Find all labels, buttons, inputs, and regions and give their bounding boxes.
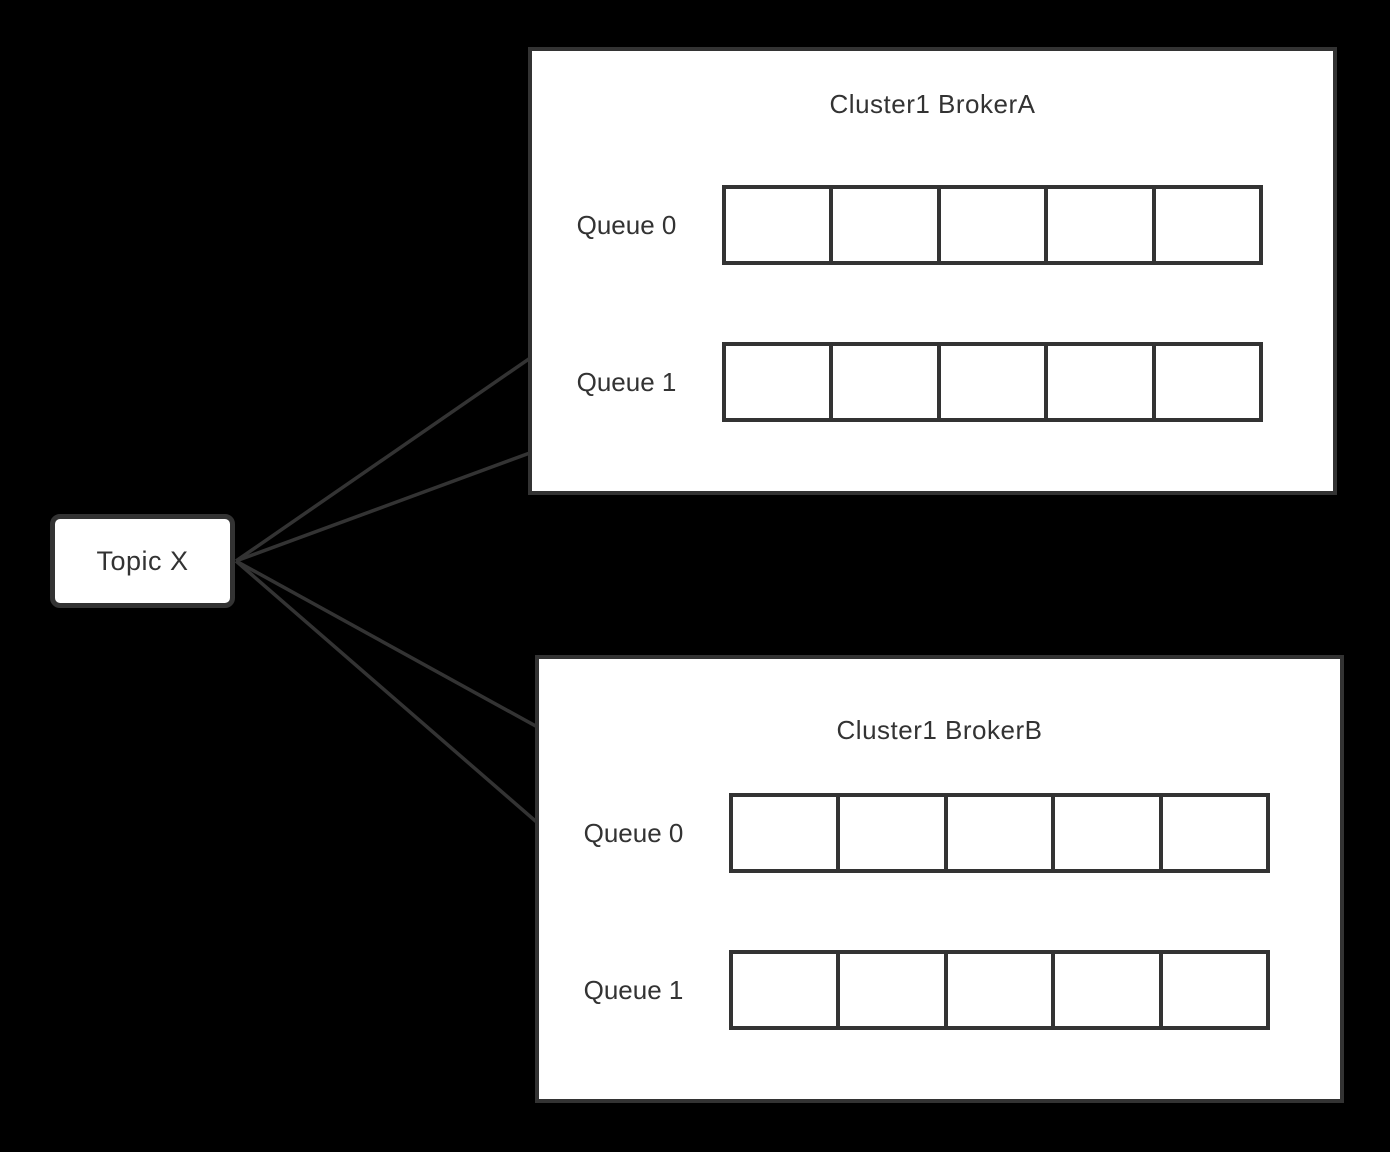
queue-cell <box>1055 797 1163 869</box>
queue-cell <box>840 954 948 1026</box>
broker-a-queue0-row <box>722 185 1263 265</box>
topic-x-node: Topic X <box>50 514 235 608</box>
queue-cell <box>726 189 834 261</box>
queue-cell <box>833 189 941 261</box>
broker-b-box: Cluster1 BrokerB Queue 0 Queue 1 <box>535 655 1344 1103</box>
broker-b-queue0-label: Queue 0 <box>583 818 684 848</box>
broker-a-queue0-label: Queue 0 <box>576 210 677 240</box>
queue-cell <box>1048 346 1156 418</box>
broker-b-title: Cluster1 BrokerB <box>836 715 1043 745</box>
broker-a-title: Cluster1 BrokerA <box>829 89 1036 119</box>
queue-cell <box>947 954 1056 1026</box>
queue-cell <box>1048 189 1156 261</box>
broker-b-queue1-row <box>729 950 1270 1030</box>
broker-a-queue1-row <box>722 342 1263 422</box>
queue-cell <box>833 346 941 418</box>
topic-x-label: Topic X <box>96 545 189 576</box>
queue-cell <box>733 797 841 869</box>
broker-b-queue1-label: Queue 1 <box>583 975 684 1005</box>
queue-cell <box>1155 189 1260 261</box>
queue-cell <box>1155 346 1260 418</box>
queue-cell <box>1162 954 1267 1026</box>
queue-cell <box>1162 797 1267 869</box>
broker-a-box: Cluster1 BrokerA Queue 0 Queue 1 <box>528 47 1337 495</box>
broker-a-queue1-label: Queue 1 <box>576 367 677 397</box>
queue-cell <box>940 189 1049 261</box>
queue-cell <box>947 797 1056 869</box>
queue-cell <box>726 346 834 418</box>
queue-cell <box>840 797 948 869</box>
queue-cell <box>733 954 841 1026</box>
queue-cell <box>1055 954 1163 1026</box>
broker-b-queue0-row <box>729 793 1270 873</box>
queue-cell <box>940 346 1049 418</box>
